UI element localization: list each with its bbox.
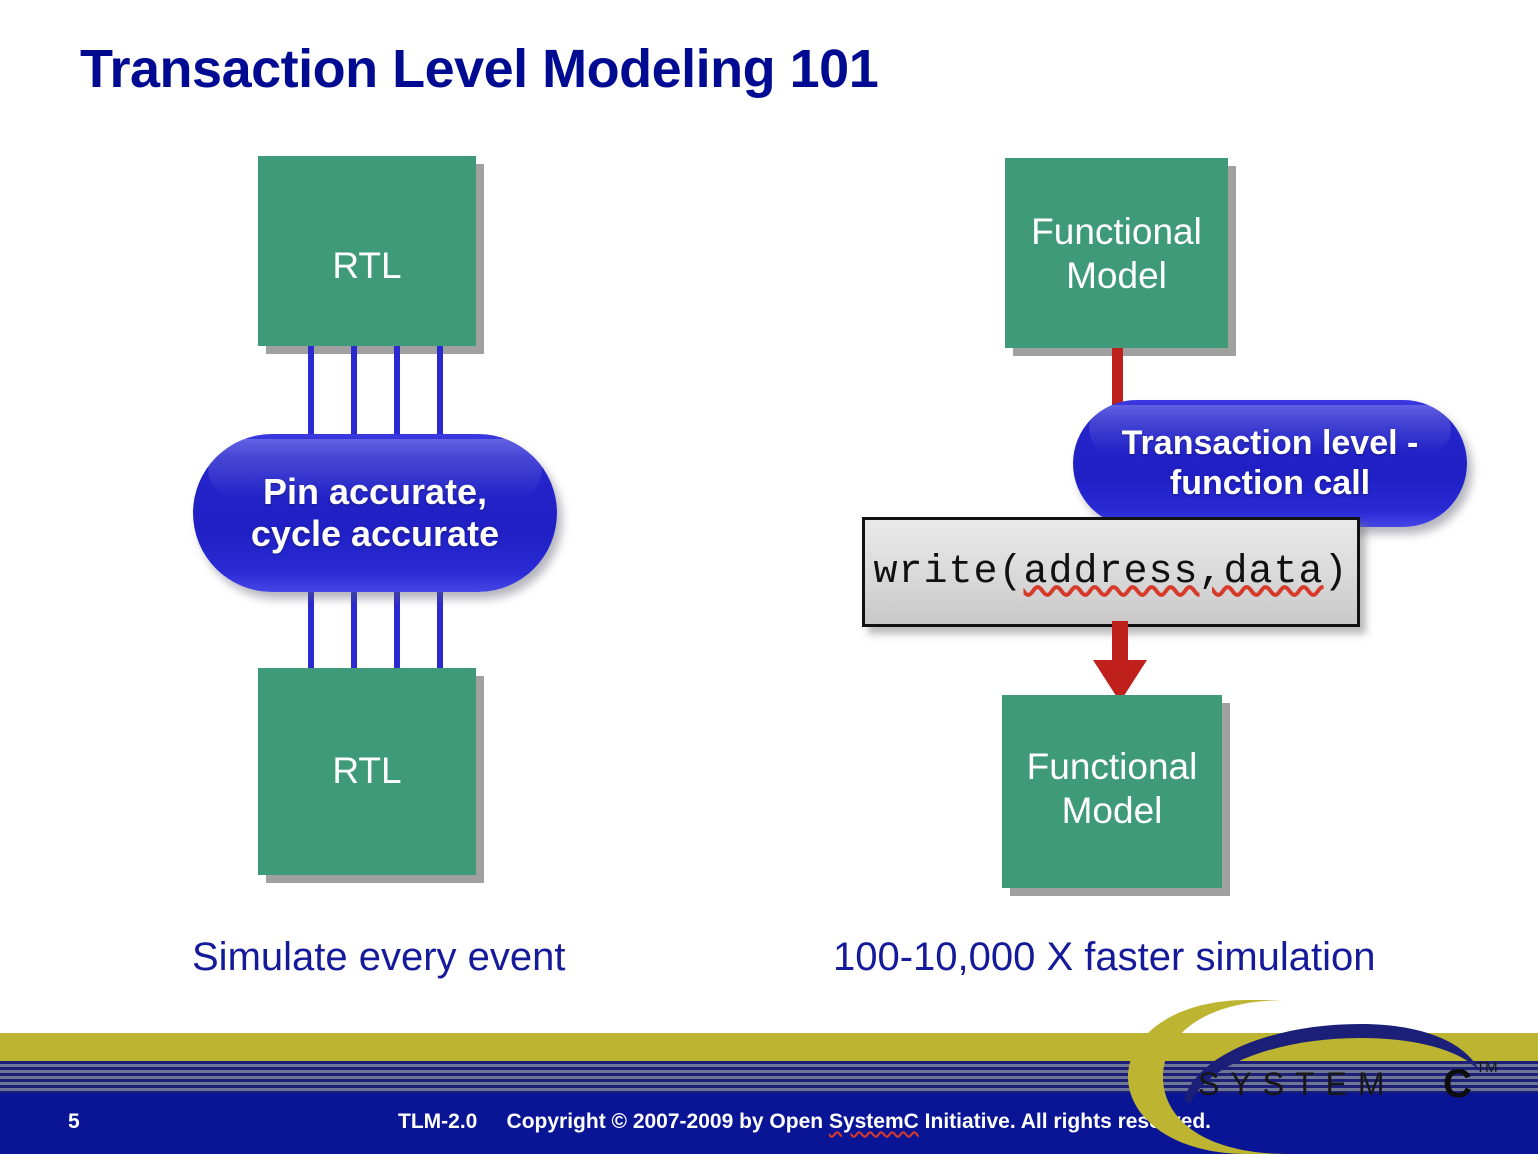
logo-letter-c: C <box>1443 1062 1472 1106</box>
footer-copyright-pre: Copyright © 2007-2009 by Open <box>506 1110 829 1133</box>
code-args: address,data <box>1023 549 1324 595</box>
pin-line-2-upper <box>351 346 357 438</box>
fm-top-line2: Model <box>1066 254 1167 296</box>
callout-pin-cycle-accurate[interactable]: Pin accurate, cycle accurate <box>193 434 557 592</box>
code-prefix: write( <box>873 549 1024 595</box>
logo-arc-navy <box>1184 1024 1480 1104</box>
footer-doc-tag: TLM-2.0 <box>398 1110 478 1133</box>
logo-swoosh-olive <box>1128 1000 1288 1154</box>
systemc-logo: SYSTEM C TM <box>1128 1000 1538 1154</box>
red-arrow-shaft <box>1112 621 1128 670</box>
rtl-top-label: RTL <box>332 245 402 287</box>
page-number: 5 <box>68 1110 80 1133</box>
fm-top-line1: Functional <box>1031 211 1202 252</box>
footer-copyright-systemc: SystemC <box>828 1110 919 1133</box>
caption-left: Simulate every event <box>192 935 566 979</box>
callout-right-line1: Transaction level - <box>1121 424 1419 463</box>
callout-left-line1: Pin accurate, <box>262 471 488 513</box>
code-text: write(address,data) <box>873 550 1348 595</box>
rtl-bottom-label: RTL <box>332 749 402 791</box>
pin-line-1-lower <box>308 588 314 672</box>
pin-line-3-lower <box>394 588 400 672</box>
pin-line-3-upper <box>394 346 400 438</box>
code-suffix: ) <box>1323 549 1349 595</box>
caption-right: 100-10,000 X faster simulation <box>833 935 1376 979</box>
callout-transaction-level[interactable]: Transaction level - function call <box>1073 400 1467 527</box>
footer-band-navy <box>0 1093 1538 1154</box>
footer-copyright: TLM-2.0 Copyright © 2007-2009 by Open Sy… <box>398 1110 1211 1134</box>
fm-bottom-line2: Model <box>1061 789 1163 831</box>
pin-line-2-lower <box>351 588 357 672</box>
callout-right-line2: function call <box>1169 463 1371 502</box>
rtl-bottom-box: RTL <box>258 668 476 875</box>
red-connector-top <box>1112 348 1123 406</box>
fm-bottom-line1: Functional <box>1026 746 1198 787</box>
callout-left-line2: cycle accurate <box>250 513 500 554</box>
pin-line-4-lower <box>437 588 443 672</box>
logo-wordmark: SYSTEM <box>1198 1066 1396 1102</box>
functional-model-top-box: Functional Model <box>1005 158 1228 348</box>
page-title: Transaction Level Modeling 101 <box>80 39 879 99</box>
logo-tm: TM <box>1476 1059 1498 1076</box>
footer-band-stripes <box>0 1061 1538 1093</box>
pin-line-4-upper <box>437 346 443 438</box>
rtl-top-box: RTL <box>258 156 476 346</box>
footer-copyright-post: Initiative. All rights reserved. <box>918 1110 1211 1133</box>
code-box: write(address,data) <box>862 517 1360 627</box>
functional-model-bottom-box: Functional Model <box>1002 695 1222 888</box>
pin-line-1-upper <box>308 346 314 438</box>
